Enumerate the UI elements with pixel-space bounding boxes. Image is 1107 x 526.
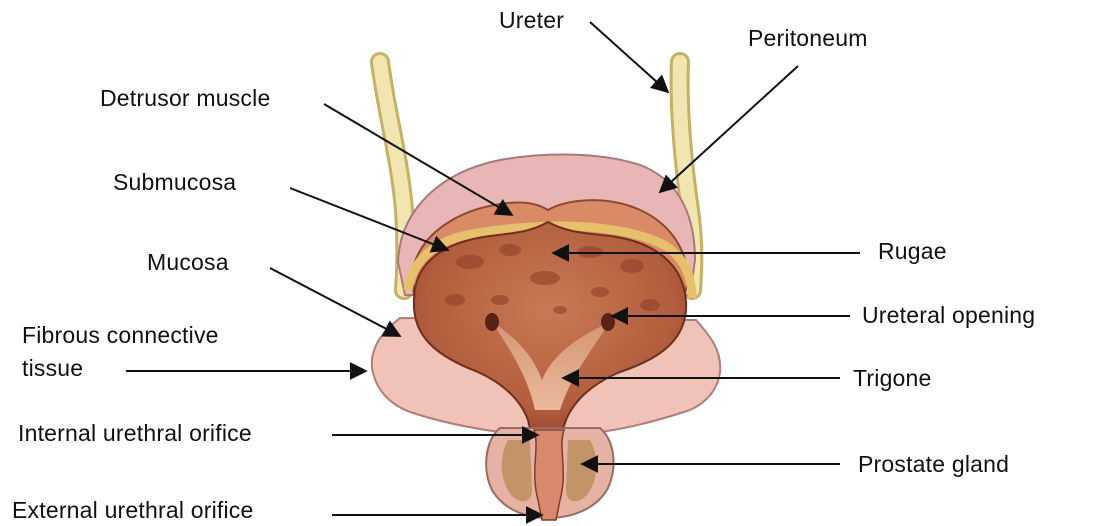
label-fibrous-connective-tissue-line2: tissue [22, 354, 83, 382]
label-peritoneum: Peritoneum [748, 24, 868, 52]
label-fibrous-connective-tissue-line1: Fibrous connective [22, 321, 219, 349]
label-mucosa: Mucosa [147, 248, 229, 276]
leader-detrusor-muscle [324, 104, 512, 215]
label-prostate-gland: Prostate gland [858, 450, 1009, 478]
label-external-urethral-orifice: External urethral orifice [12, 496, 254, 524]
label-internal-urethral-orifice: Internal urethral orifice [18, 419, 252, 447]
label-ureter: Ureter [499, 6, 564, 34]
label-trigone: Trigone [853, 364, 932, 392]
label-detrusor-muscle: Detrusor muscle [100, 84, 270, 112]
label-submucosa: Submucosa [113, 168, 236, 196]
left-ureteral-opening [485, 313, 499, 331]
leader-ureter [590, 22, 668, 92]
leader-mucosa [270, 268, 400, 336]
label-ureteral-opening: Ureteral opening [862, 301, 1035, 329]
label-rugae: Rugae [878, 237, 947, 265]
